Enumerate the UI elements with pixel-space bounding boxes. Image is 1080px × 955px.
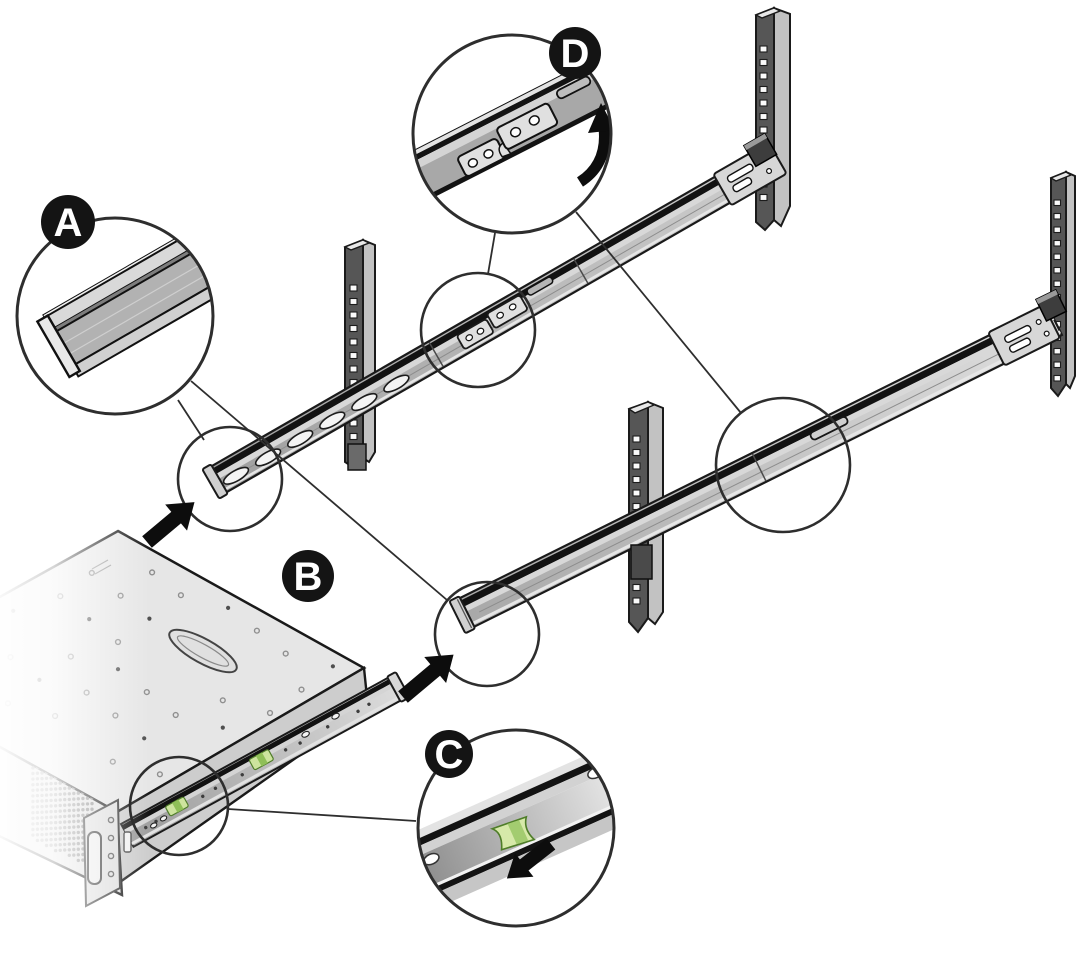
screw-hole	[177, 592, 185, 599]
server-chassis	[0, 505, 410, 925]
rotate-arrow-head	[588, 103, 611, 133]
server-top-handle-recess	[168, 628, 238, 674]
leader-d-to-front-rail	[575, 211, 742, 414]
post-hole	[1053, 280, 1062, 288]
post-hole	[349, 297, 358, 306]
post-hole	[759, 72, 768, 80]
leader-c-to-bracket	[227, 808, 417, 822]
post-hole	[759, 126, 768, 134]
post-hole	[632, 462, 641, 470]
rack-post-rear-left	[343, 238, 376, 470]
post-hole	[349, 284, 358, 292]
post-hole	[759, 45, 768, 53]
callout-label-d: D	[549, 27, 601, 79]
screw-hole	[298, 686, 305, 693]
screw-hole	[172, 711, 179, 719]
detail-callout-a	[15, 216, 215, 416]
screw-hole	[253, 627, 261, 634]
post-hole	[759, 193, 768, 202]
callout-letter-a: A	[54, 201, 83, 245]
rotate-arrow	[576, 127, 610, 187]
rail-support-bracket	[630, 544, 653, 580]
slide-rail-rear	[202, 142, 787, 500]
leader-d-to-rear-rail	[487, 232, 496, 275]
screw-hole	[330, 664, 335, 669]
post-hole	[632, 435, 641, 443]
post-hole	[1053, 266, 1062, 274]
bracket-release-tab-front	[165, 796, 189, 817]
rail-tabs-detail	[413, 57, 611, 202]
bracket-release-tab-mid	[248, 749, 274, 771]
insert-direction-arrow-rear	[142, 502, 195, 548]
post-hole	[632, 475, 641, 484]
post-hole	[1053, 347, 1062, 355]
post-hole	[349, 338, 358, 346]
callout-letter-c: C	[435, 733, 464, 777]
leader-a-to-front-rail	[190, 380, 448, 601]
post-hole	[632, 489, 641, 497]
slide-direction-arrow	[506, 838, 556, 879]
callout-letter-d: D	[561, 32, 590, 76]
rail-front-tip	[449, 595, 476, 634]
green-release-tab	[489, 815, 536, 851]
callout-letter-b: B	[294, 555, 323, 599]
post-hole	[1053, 226, 1062, 234]
post-hole	[1053, 253, 1062, 261]
rail-clamp-front	[1034, 288, 1068, 323]
callout-label-b: B	[282, 550, 334, 602]
rail-rear-end-plate	[988, 304, 1061, 366]
rack-post-front-right	[1049, 170, 1076, 398]
post-hole	[349, 324, 358, 333]
server-mounting-bracket	[119, 671, 410, 849]
screw-hole	[156, 771, 164, 778]
post-hole	[759, 58, 768, 67]
post-hole	[1053, 361, 1062, 369]
post-hole	[349, 432, 358, 441]
post-hole	[632, 583, 641, 592]
highlight-rear-rail-tabs	[419, 271, 537, 389]
rail-slot	[809, 416, 849, 441]
post-hole	[759, 112, 768, 121]
rail-support-bracket	[347, 443, 367, 471]
screw-hole	[226, 605, 231, 611]
post-hole	[632, 448, 641, 457]
post-hole	[1053, 374, 1062, 382]
highlight-bracket-release-tab	[128, 755, 230, 857]
detail-callout-d	[411, 33, 613, 235]
bracket-profile-detail	[35, 220, 213, 379]
post-hole	[349, 311, 358, 319]
post-hole	[349, 365, 358, 373]
highlight-front-rail-mid	[714, 396, 852, 534]
fade-overlay	[0, 505, 150, 925]
post-hole	[1053, 239, 1062, 247]
screw-hole	[266, 709, 274, 717]
post-hole	[1053, 199, 1062, 207]
slide-rail-front	[449, 304, 1064, 634]
callout-label-a: A	[41, 195, 95, 249]
screw-hole	[282, 650, 289, 657]
screw-hole	[220, 725, 225, 730]
post-hole	[759, 85, 768, 94]
callout-label-c: C	[425, 730, 473, 778]
post-hole	[759, 99, 768, 107]
highlight-front-rail-front-end	[433, 580, 541, 688]
rail-clamp-rear	[742, 132, 778, 168]
post-hole	[632, 597, 641, 605]
rail-front-tip	[202, 464, 229, 500]
screw-hole	[219, 697, 226, 704]
rail-mounting-tabs	[456, 276, 554, 350]
highlight-rear-rail-front-end	[176, 425, 284, 533]
post-hole	[1053, 212, 1062, 220]
rack-post-rear-right	[754, 6, 791, 232]
leader-a-to-rail-end	[177, 399, 205, 441]
post-hole	[349, 351, 358, 360]
detail-callout-c	[416, 728, 616, 928]
insert-direction-arrow-front	[398, 654, 454, 703]
